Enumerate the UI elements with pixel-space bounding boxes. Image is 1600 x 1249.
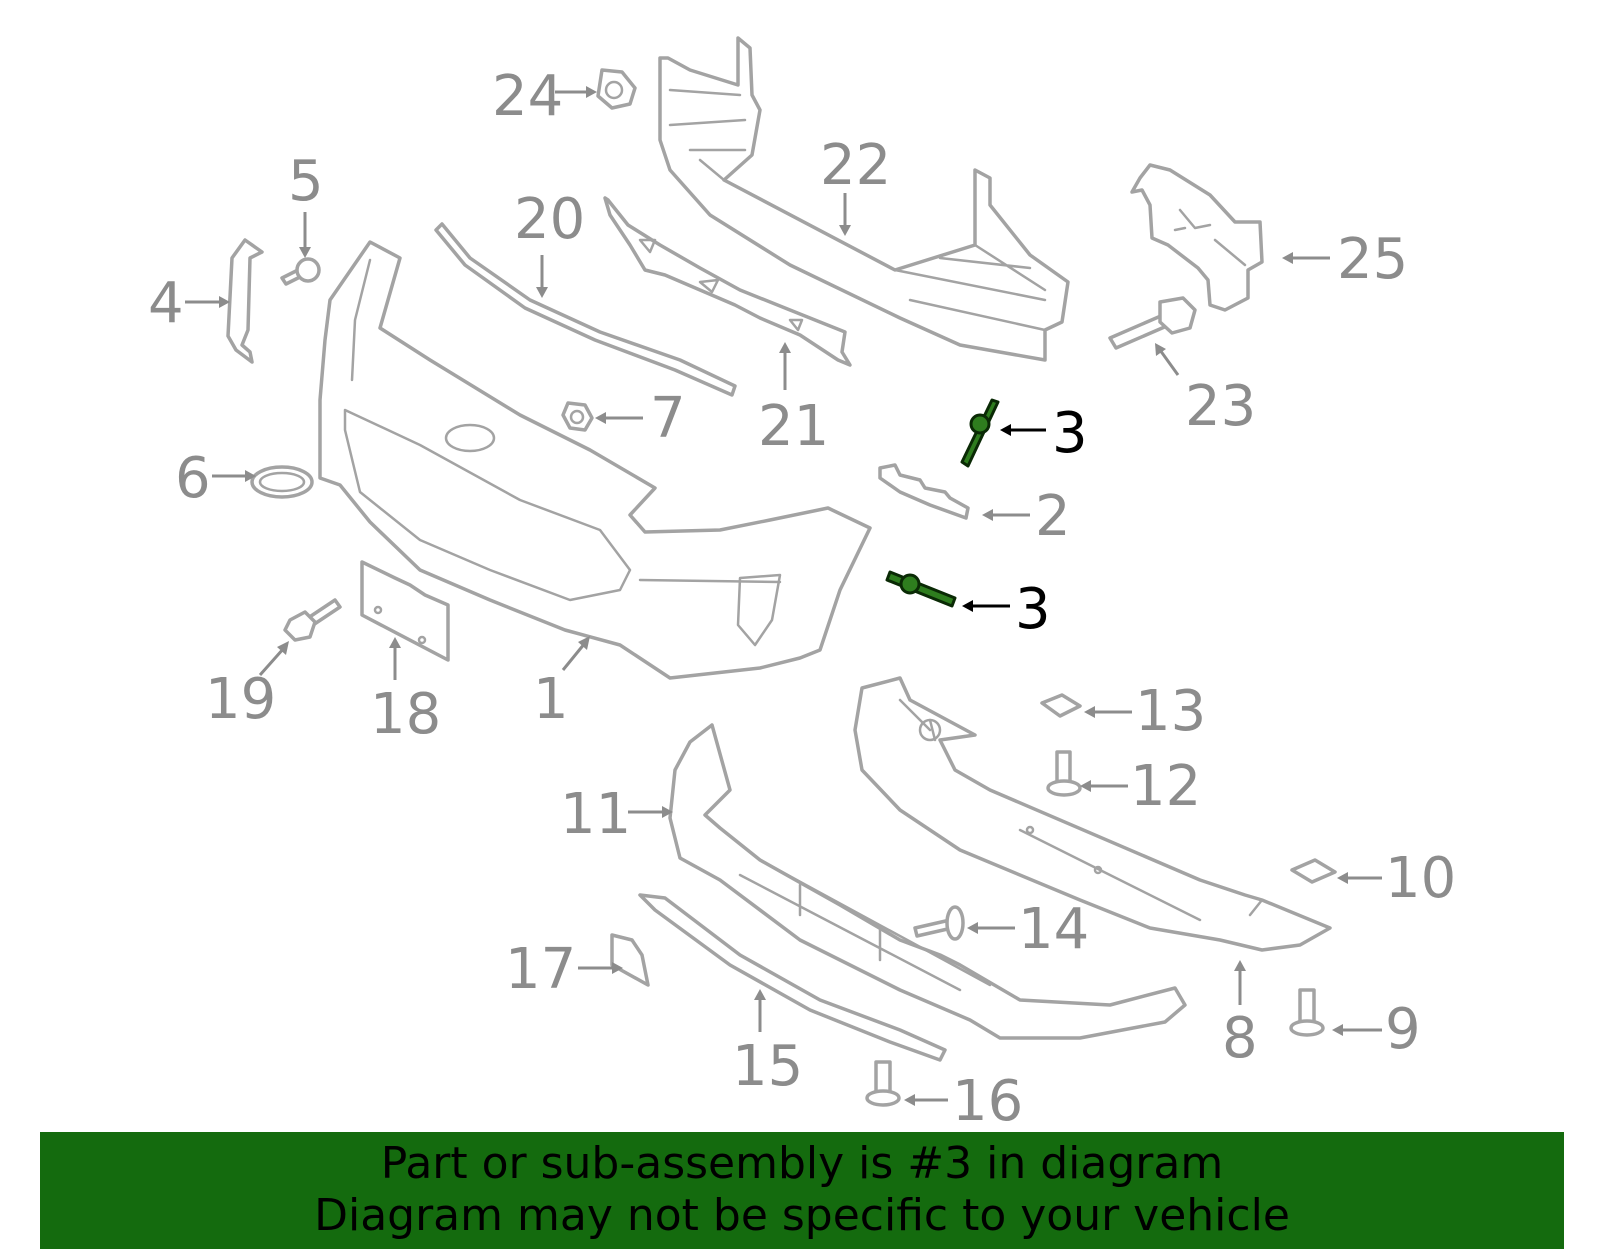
part-24-nut	[596, 68, 637, 110]
info-banner: Part or sub-assembly is #3 in diagram Di…	[40, 1132, 1564, 1249]
part-2-bracket	[878, 463, 970, 520]
part-15-trim-strip	[638, 893, 947, 1062]
part-9-bolt	[1289, 988, 1325, 1037]
callout-16: 16	[952, 1069, 1023, 1130]
part-5-screw	[280, 257, 321, 286]
leader-arrows	[185, 86, 1382, 1106]
parts-diagram: 24 22 20 21 25 23 5 4 6 7 2 3 3 1 19 18 …	[148, 36, 1456, 1130]
callout-13: 13	[1135, 679, 1206, 744]
part-21-bracket	[603, 196, 852, 367]
part-20-moulding	[434, 222, 737, 397]
callout-25: 25	[1337, 227, 1408, 292]
part-11-lower-frame	[668, 723, 1187, 1040]
callout-23: 23	[1185, 374, 1256, 439]
callout-3-lower: 3	[1015, 577, 1051, 642]
callout-15: 15	[732, 1034, 803, 1099]
part-16-bolt	[865, 1060, 901, 1107]
part-3-pin-lower	[885, 570, 957, 608]
callout-4: 4	[148, 271, 184, 336]
callout-3-upper: 3	[1052, 401, 1088, 466]
part-8-lower-shield	[853, 676, 1332, 952]
part-19-bolt	[283, 598, 342, 642]
part-1-bumper-cover	[318, 240, 872, 680]
part-18-plate-bracket	[360, 560, 450, 662]
part-12-bolt	[1046, 750, 1082, 797]
part-13-clip	[1040, 693, 1082, 718]
part-3-pin-upper	[960, 398, 1000, 468]
banner-line-1: Part or sub-assembly is #3 in diagram	[380, 1138, 1224, 1189]
callout-24: 24	[492, 64, 563, 129]
callout-20: 20	[514, 187, 585, 252]
callout-9: 9	[1385, 997, 1421, 1062]
part-25-bracket	[1130, 163, 1264, 312]
callout-21: 21	[758, 394, 829, 459]
callout-11: 11	[560, 782, 631, 847]
part-22-reinforcement-beam	[658, 36, 1070, 362]
part-6-grommet	[250, 465, 314, 499]
callout-14: 14	[1018, 897, 1089, 962]
callout-12: 12	[1130, 754, 1201, 819]
callout-10: 10	[1385, 846, 1456, 911]
callout-labels: 24 22 20 21 25 23 5 4 6 7 2 3 3 1 19 18 …	[148, 64, 1456, 1130]
callout-2: 2	[1035, 484, 1071, 549]
banner-line-2: Diagram may not be specific to your vehi…	[314, 1190, 1290, 1241]
callout-6: 6	[175, 446, 211, 511]
part-10-clip	[1290, 858, 1337, 884]
callout-18: 18	[370, 682, 441, 747]
callout-19: 19	[205, 667, 276, 732]
callout-17: 17	[505, 937, 576, 1002]
part-7-nut	[561, 401, 594, 432]
callout-5: 5	[288, 149, 324, 214]
part-17-clip	[610, 933, 650, 987]
part-23-bolt	[1108, 296, 1197, 350]
callout-22: 22	[820, 133, 891, 198]
callout-1: 1	[533, 667, 569, 732]
part-14-bolt	[913, 905, 965, 941]
callout-8: 8	[1222, 1006, 1258, 1071]
part-4-bracket	[226, 238, 264, 364]
callout-7: 7	[650, 386, 686, 451]
